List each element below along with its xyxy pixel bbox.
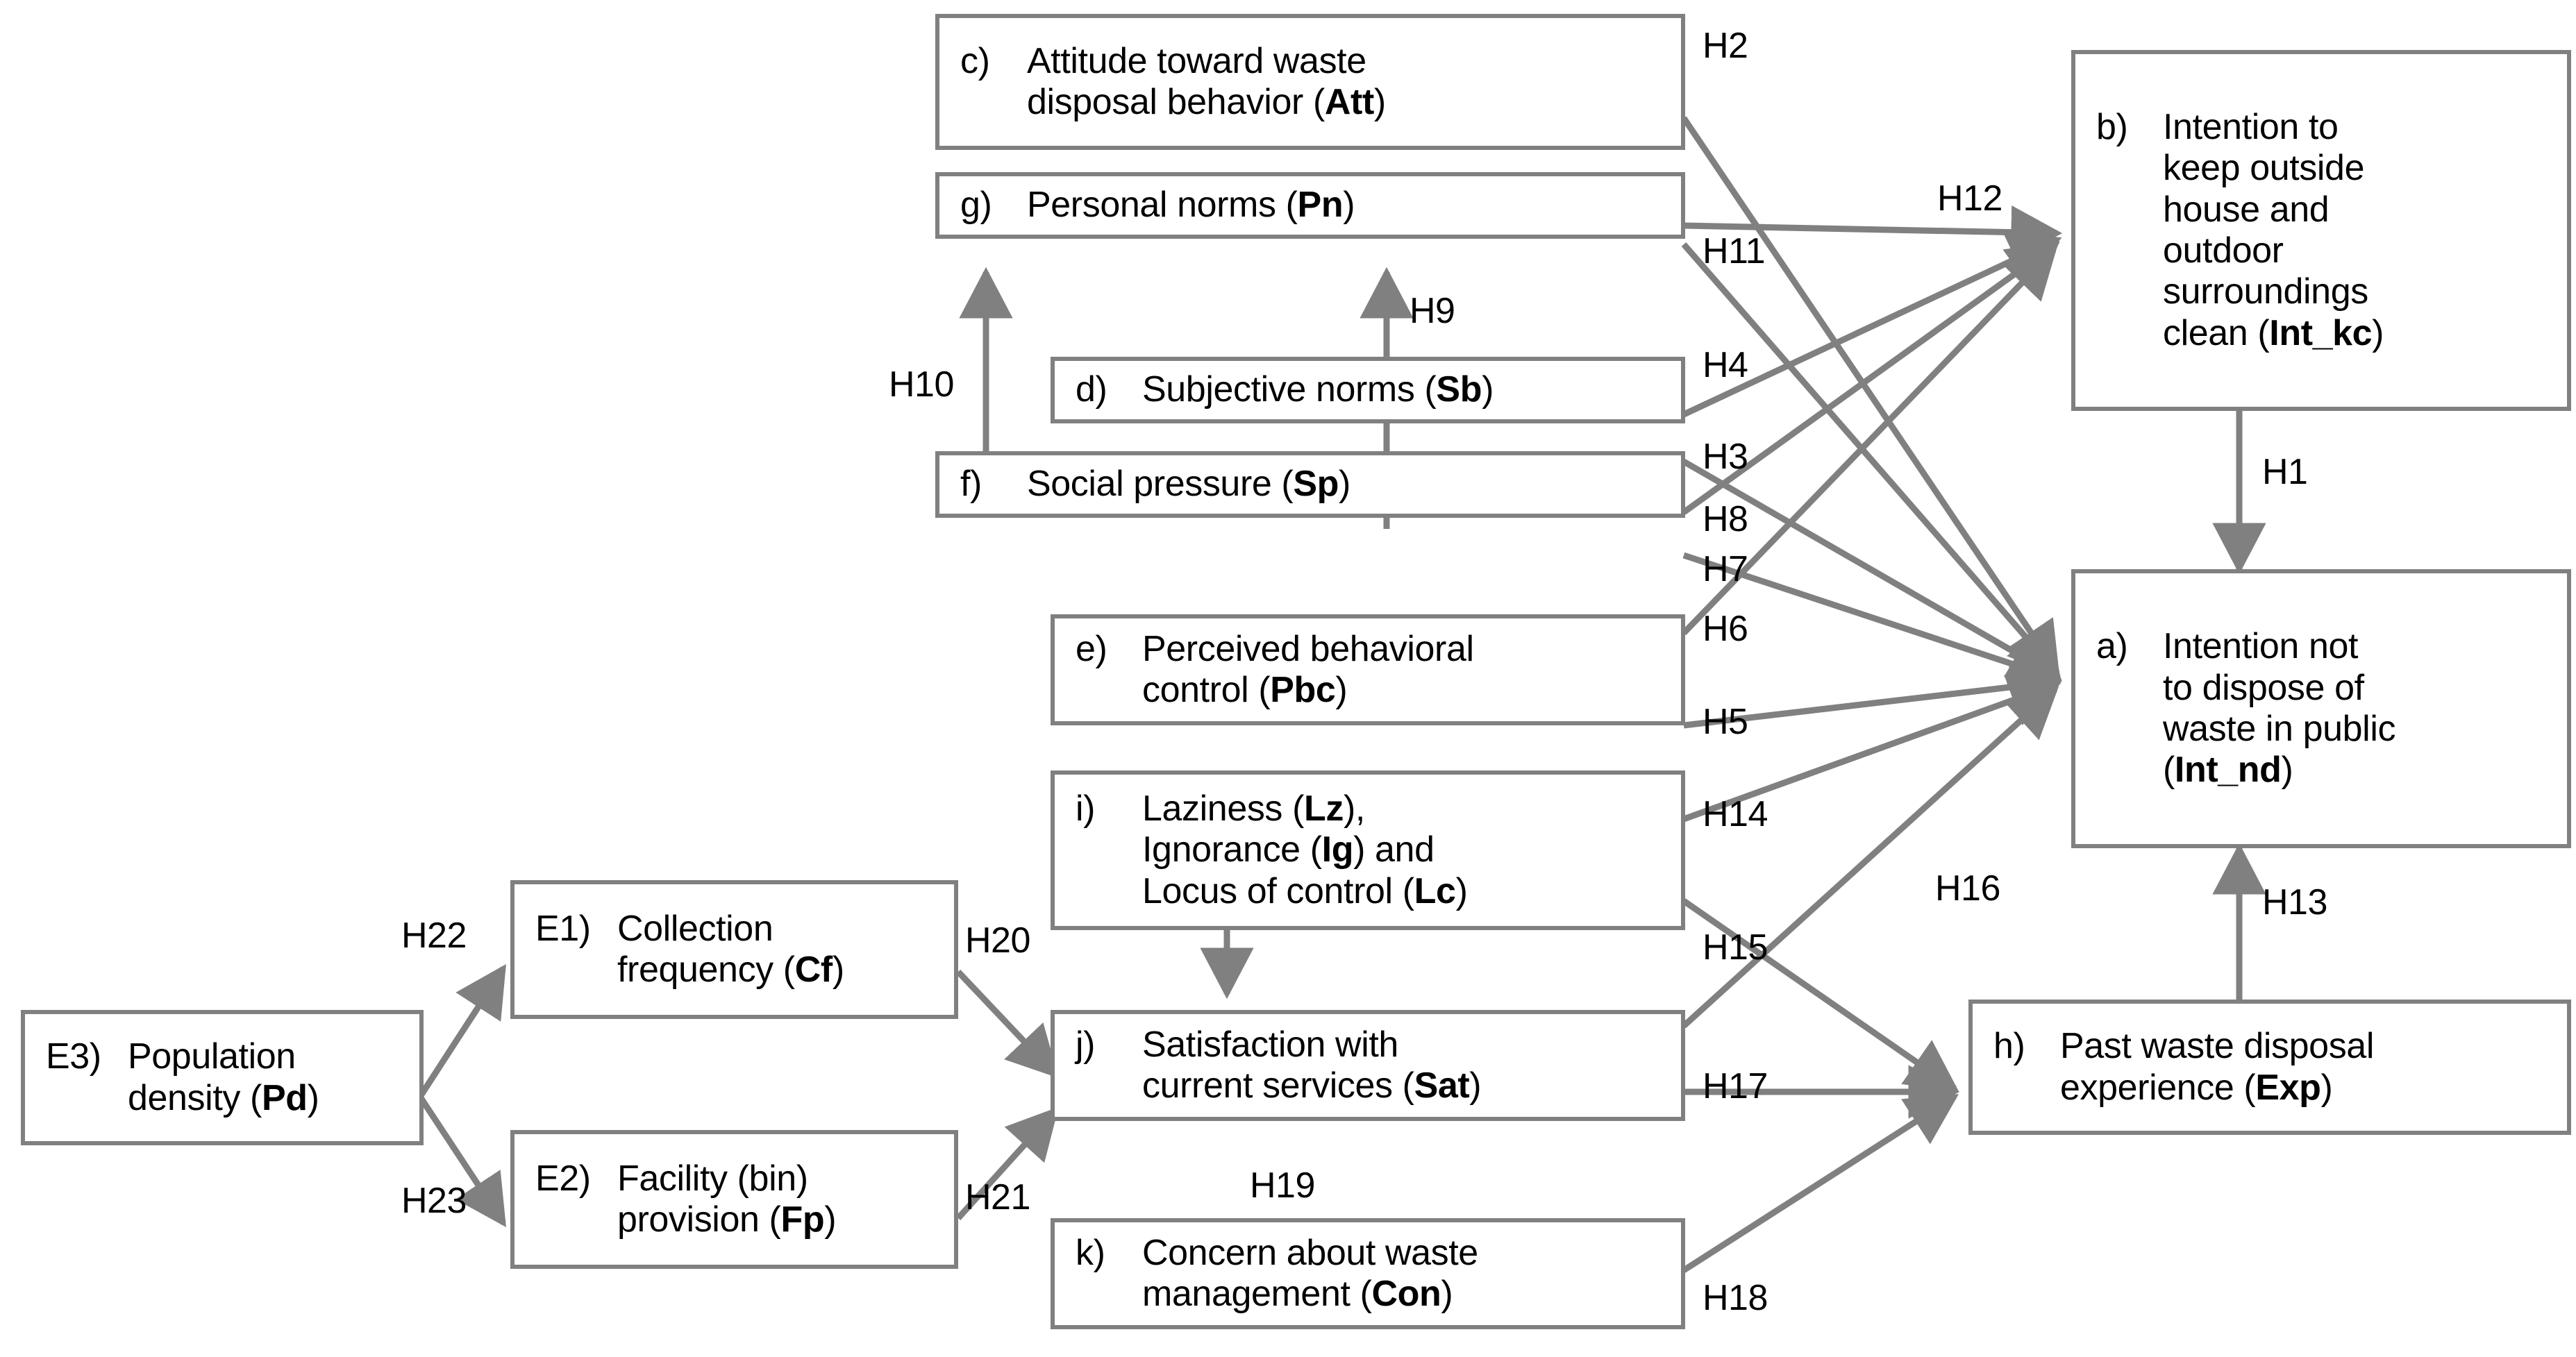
edge-label-H3: H3 <box>1703 437 1748 477</box>
edge-label-H4: H4 <box>1703 345 1748 385</box>
node-g[interactable]: g)Personal norms (Pn) <box>935 172 1685 239</box>
edge-label-H22: H22 <box>401 916 467 956</box>
edge-label-H9: H9 <box>1410 291 1455 331</box>
edge-label-H5: H5 <box>1703 702 1748 742</box>
node-E2-label: E2)Facility (bin)provision (Fp) <box>535 1158 837 1240</box>
edge-label-H1: H1 <box>2262 452 2308 492</box>
edge-label-H2: H2 <box>1703 26 1748 66</box>
edge-H6 <box>1681 246 2058 636</box>
node-d[interactable]: d)Subjective norms (Sb) <box>1051 357 1685 423</box>
node-d-label: d)Subjective norms (Sb) <box>1076 369 1494 410</box>
edge-H16 <box>1681 686 2059 1029</box>
edge-H3 <box>1682 459 2062 680</box>
edge-label-H16: H16 <box>1935 868 2000 909</box>
edge-H4 <box>1682 235 2062 418</box>
edge-label-H18: H18 <box>1703 1278 1768 1318</box>
edge-label-H12: H12 <box>1937 178 2002 219</box>
node-E2[interactable]: E2)Facility (bin)provision (Fp) <box>510 1130 958 1269</box>
edge-label-H13: H13 <box>2262 882 2327 922</box>
edge-H5 <box>1683 660 2063 729</box>
edge-label-H7: H7 <box>1703 549 1748 589</box>
edge-H11 <box>1681 242 2061 677</box>
edge-H2 <box>1681 116 2060 675</box>
edge-label-H19: H19 <box>1250 1165 1315 1206</box>
edge-H12 <box>1683 205 2063 260</box>
edge-H21 <box>955 1106 1059 1221</box>
edge-H20 <box>955 969 1059 1079</box>
edge-H7 <box>1682 552 2062 690</box>
edge-H22 <box>417 963 506 1099</box>
edge-H18 <box>1682 1094 1959 1273</box>
edge-label-H10: H10 <box>889 364 954 405</box>
edge-label-H6: H6 <box>1703 609 1748 649</box>
edge-label-H20: H20 <box>965 920 1030 961</box>
edge-label-H17: H17 <box>1703 1066 1768 1106</box>
node-f-label: f)Social pressure (Sp) <box>960 464 1350 505</box>
edge-label-H15: H15 <box>1703 927 1768 968</box>
node-g-label: g)Personal norms (Pn) <box>960 185 1355 226</box>
edge-H23 <box>417 1095 506 1228</box>
edge-H15 <box>1682 898 1959 1092</box>
edge-label-H14: H14 <box>1703 794 1768 834</box>
edge-H14 <box>1682 675 2061 823</box>
edge-H8 <box>1682 241 2060 515</box>
edge-label-H11: H11 <box>1703 231 1766 271</box>
node-f[interactable]: f)Social pressure (Sp) <box>935 451 1685 518</box>
edge-label-H23: H23 <box>401 1181 467 1221</box>
edge-label-H8: H8 <box>1703 499 1748 539</box>
edge-label-H21: H21 <box>965 1177 1030 1217</box>
